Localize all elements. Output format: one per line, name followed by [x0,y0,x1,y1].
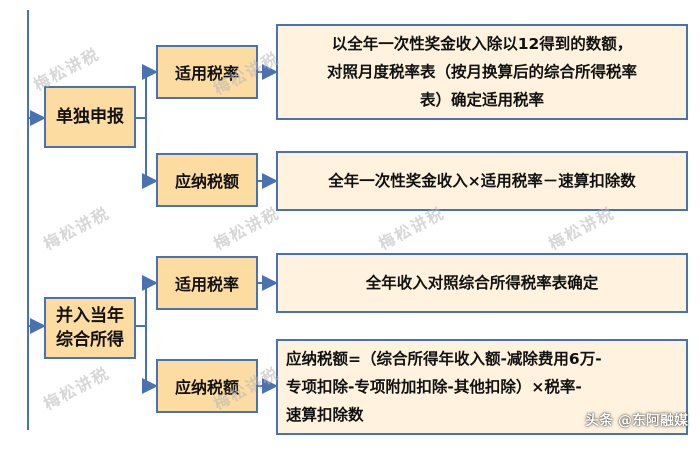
branch-node-tax-rate-1: 适用税率 [156,45,258,99]
branch-node-tax-payable-1: 应纳税额 [156,153,258,207]
branch-node-label: 应纳税额 [174,172,239,191]
branch-node-label: 适用税率 [174,64,239,83]
root-node-combined-income: 并入当年 综合所得 [44,297,136,359]
branch-node-tax-payable-2: 应纳税额 [156,359,258,413]
root-node-label: 并入当年 综合所得 [56,306,124,350]
branch-node-tax-rate-2: 适用税率 [156,256,258,310]
detail-node-text: 全年一次性奖金收入×适用税率－速算扣除数 [328,172,636,190]
detail-node-text: 全年收入对照综合所得税率表确定 [365,274,599,292]
detail-node-text: 应纳税额=（综合所得年收入额-减除费用6万- 专项扣除-专项附加扣除-其他扣除）… [286,350,602,424]
detail-node-4: 应纳税额=（综合所得年收入额-减除费用6万- 专项扣除-专项附加扣除-其他扣除）… [276,339,688,435]
detail-node-1: 以全年一次性奖金收入除以12得到的数额， 对照月度税率表（按月换算后的综合所得税… [276,24,688,120]
root-node-separate-filing: 单独申报 [44,86,136,148]
branch-node-label: 适用税率 [174,275,239,294]
credit-label: 头条 @东阿融媒 [585,413,688,429]
detail-node-2: 全年一次性奖金收入×适用税率－速算扣除数 [276,151,688,211]
root-node-label: 单独申报 [56,107,124,127]
detail-node-3: 全年收入对照综合所得税率表确定 [276,253,688,313]
detail-node-text: 以全年一次性奖金收入除以12得到的数额， 对照月度税率表（按月换算后的综合所得税… [326,35,637,109]
branch-node-label: 应纳税额 [174,378,239,397]
